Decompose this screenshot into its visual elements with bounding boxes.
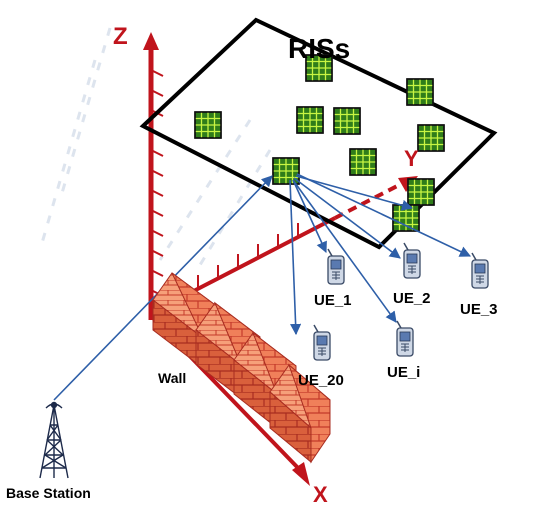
base-station-label: Base Station xyxy=(6,485,91,501)
ris-plane xyxy=(139,17,498,250)
dashed-guides xyxy=(38,27,272,266)
ris-tile-icon xyxy=(296,106,324,134)
z-axis-label: Z xyxy=(113,23,128,50)
z-axis xyxy=(143,32,164,320)
ue-label-i: UE_i xyxy=(387,364,420,381)
ue-label-2: UE_2 xyxy=(393,290,431,307)
ris-tile-icon xyxy=(417,124,445,152)
link-ris-to-uei xyxy=(292,179,397,323)
ris-tiles xyxy=(194,54,445,232)
mobile-phone-icon xyxy=(313,324,331,361)
mobile-phone-icon xyxy=(327,248,345,285)
mobile-phone-icon xyxy=(471,252,489,289)
ue-label-3: UE_3 xyxy=(460,301,498,318)
mobile-phone-icon xyxy=(396,320,414,357)
link-ris-to-ue2 xyxy=(293,177,401,259)
y-axis-label: Y xyxy=(404,146,419,171)
mobile-phone-icon xyxy=(403,242,421,279)
ris-tile-icon xyxy=(194,111,222,139)
diagram-title: RISs xyxy=(288,33,350,64)
ris-tile-icon xyxy=(392,204,420,232)
link-ris-to-ue1 xyxy=(292,179,327,254)
wall-label: Wall xyxy=(158,370,186,386)
ris-tile-icon xyxy=(349,148,377,176)
ris-tile-icon xyxy=(407,178,435,206)
link-ris-to-ue-mid xyxy=(295,175,414,211)
brick-wall-icon xyxy=(152,272,331,464)
ris-tile-icon xyxy=(406,78,434,106)
link-ris-to-ue20 xyxy=(289,179,302,336)
ue-label-20: UE_20 xyxy=(298,372,344,389)
x-axis-label: X xyxy=(313,482,328,507)
ris-tile-icon xyxy=(333,107,361,135)
ris-tile-icon xyxy=(272,157,300,185)
cell-tower-icon xyxy=(39,401,69,479)
ue-label-1: UE_1 xyxy=(314,292,352,309)
link-ris-to-ue3 xyxy=(296,173,472,257)
